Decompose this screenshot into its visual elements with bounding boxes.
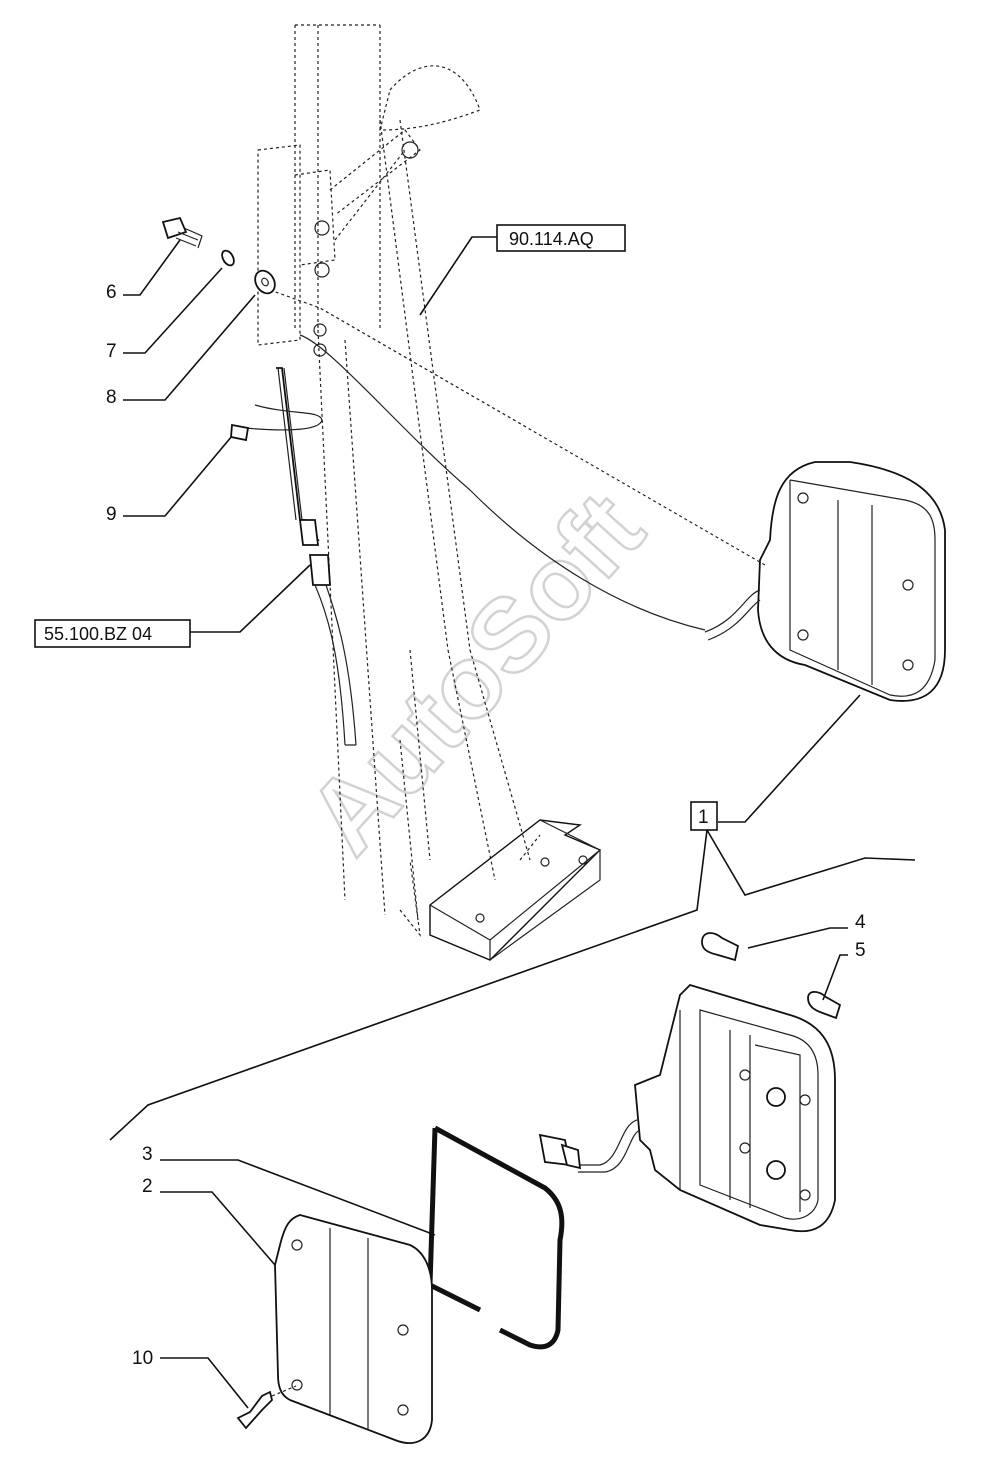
- ref-55-100-bz04: 55.100.BZ 04: [44, 624, 152, 644]
- callout-6: 6: [106, 282, 117, 303]
- ref-90-114-aq: 90.114.AQ: [509, 229, 594, 249]
- lamp-assembly-top: [704, 461, 946, 702]
- callout-8: 8: [106, 387, 117, 408]
- seal-item-3: [427, 1125, 565, 1350]
- ref-box-90-114: [496, 224, 626, 252]
- bulb-item-5: [807, 990, 842, 1020]
- callout-3: 3: [142, 1144, 153, 1165]
- screw-item-10: [236, 1390, 273, 1430]
- bolt-washers-6-7-8: [161, 216, 276, 295]
- lens-item-2: [274, 1214, 433, 1444]
- callout-4: 4: [855, 912, 866, 933]
- bulb-item-4: [701, 932, 740, 962]
- callout-2: 2: [142, 1176, 153, 1197]
- callout-7: 7: [106, 341, 117, 362]
- cable-items-9-10: [230, 367, 357, 746]
- callout-1: 1: [698, 807, 709, 828]
- callout-10: 10: [132, 1348, 153, 1369]
- leader-lines: [123, 236, 848, 1409]
- watermark: AutoSoft: [286, 472, 666, 876]
- callout-1-box: [690, 801, 718, 831]
- callout-5: 5: [855, 940, 866, 961]
- ref-box-55-100: [34, 619, 191, 648]
- lamp-housing-exploded: [538, 983, 836, 1233]
- callout-9: 9: [106, 504, 117, 525]
